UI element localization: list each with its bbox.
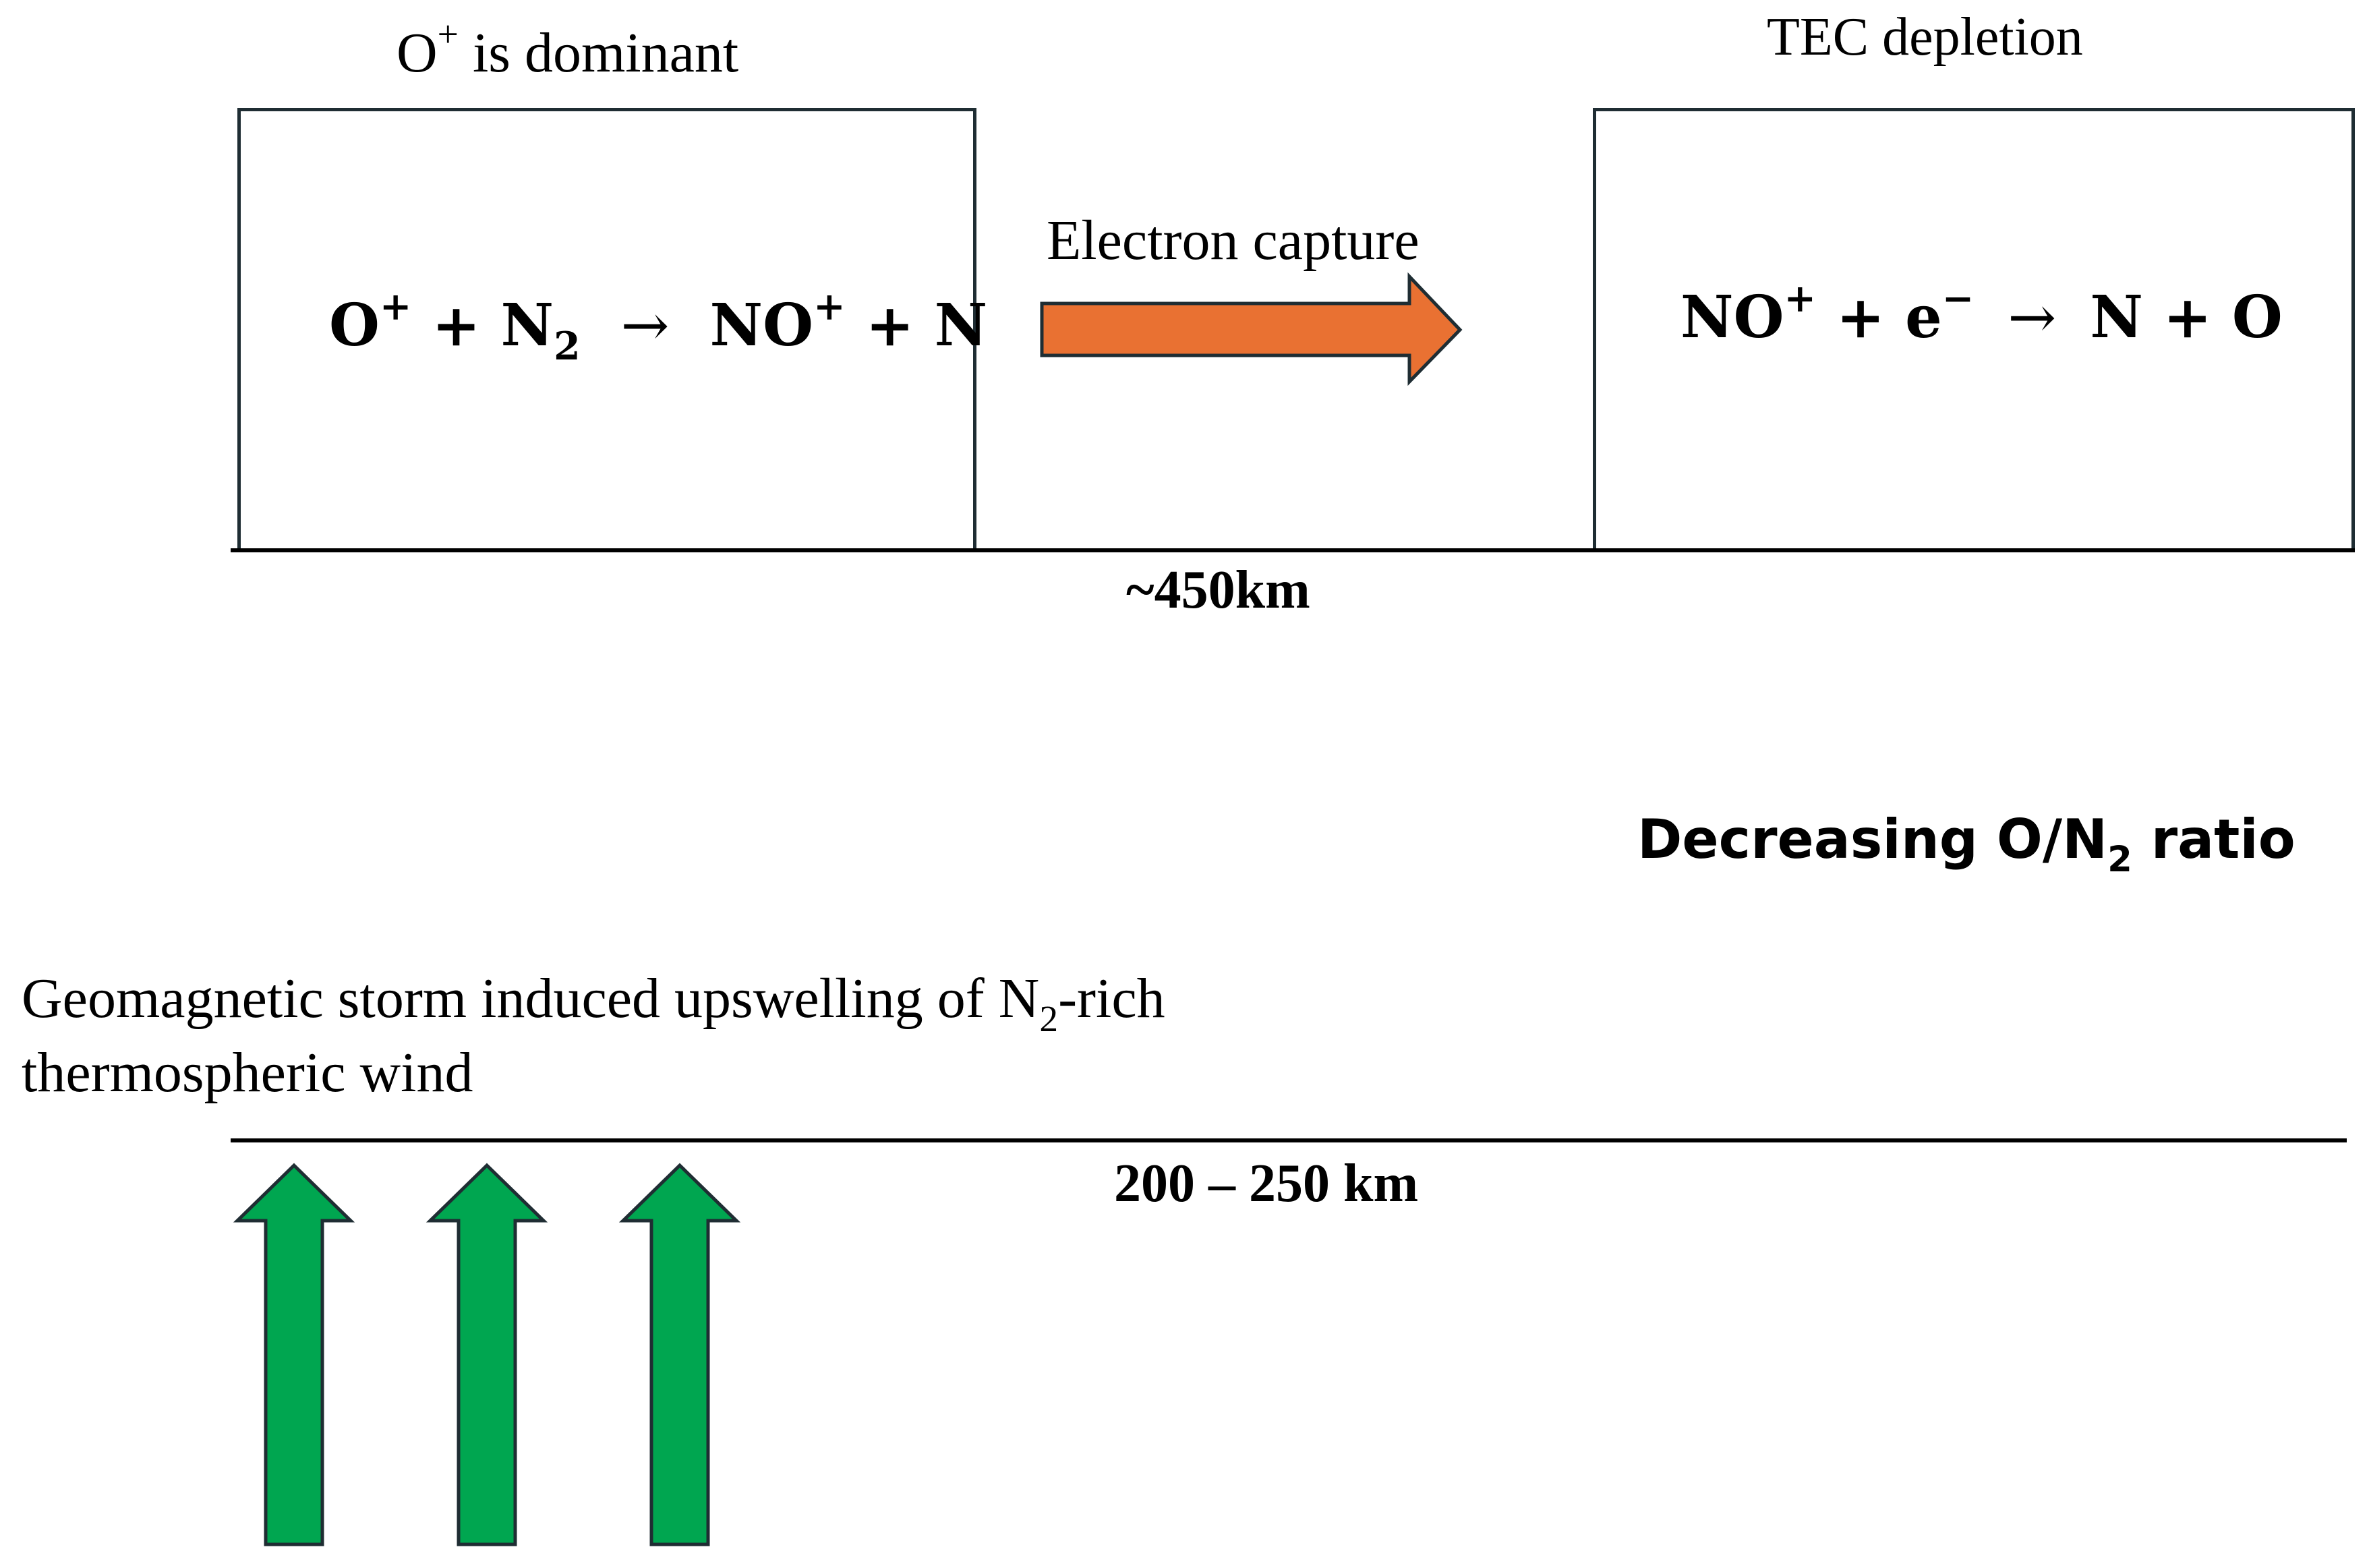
- product-2: N: [934, 291, 988, 359]
- reactant-2: N: [500, 291, 554, 359]
- left-reaction-equation: O+ + N2 → NO+ + N: [329, 287, 988, 366]
- right-box-heading: TEC depletion: [1767, 7, 2083, 67]
- electron-capture-label: Electron capture: [1047, 209, 1420, 272]
- upper-altitude-line: [231, 548, 2355, 552]
- reactant-2-charge: −: [1941, 276, 1975, 321]
- heading-charge: +: [437, 13, 459, 55]
- reaction-arrow: →: [2008, 284, 2057, 351]
- plus-sign: +: [432, 291, 481, 359]
- plus-sign: +: [865, 291, 914, 359]
- electron-capture-arrow: [1040, 272, 1463, 386]
- right-reaction-equation: NO+ + e− → N + O: [1680, 279, 2283, 351]
- product-2: O: [2231, 283, 2283, 351]
- ratio-subscript: 2: [2107, 838, 2132, 880]
- product-1: N: [2090, 283, 2143, 351]
- reactant-1-charge: +: [379, 284, 412, 329]
- plus-sign: +: [2163, 283, 2212, 351]
- reactant-2: e: [1905, 283, 1942, 351]
- reactant-1: O: [329, 291, 380, 359]
- plus-sign: +: [1836, 283, 1885, 351]
- heading-species: O: [397, 22, 438, 84]
- storm-suffix: -rich: [1058, 967, 1165, 1030]
- lower-altitude-label: 200 – 250 km: [1114, 1154, 1419, 1213]
- ratio-label: Decreasing O/N2 ratio: [1637, 808, 2295, 877]
- left-box-heading: O+ is dominant: [397, 15, 739, 86]
- lower-altitude-line: [231, 1138, 2347, 1142]
- right-reaction-box: [1593, 108, 2355, 552]
- reactant-1: NO: [1680, 283, 1784, 351]
- storm-subscript: 2: [1039, 997, 1059, 1039]
- ratio-suffix: ratio: [2151, 808, 2295, 871]
- product-1: NO: [709, 291, 814, 359]
- up-arrow: [618, 1163, 741, 1546]
- upwelling-arrows: [233, 1163, 741, 1546]
- reactant-1-charge: +: [1784, 276, 1817, 321]
- heading-text: is dominant: [472, 22, 739, 84]
- ratio-prefix: Decreasing O/N: [1637, 808, 2108, 871]
- product-1-charge: +: [813, 284, 846, 329]
- up-arrow: [233, 1163, 355, 1546]
- left-reaction-box: [237, 108, 976, 552]
- storm-label-line-2: thermospheric wind: [22, 1041, 473, 1104]
- storm-prefix: Geomagnetic storm induced upswelling of …: [22, 967, 1040, 1030]
- reactant-2-subscript: 2: [554, 324, 581, 370]
- reaction-arrow: →: [620, 292, 670, 359]
- upper-altitude-label: ~450km: [1126, 560, 1310, 620]
- up-arrow: [426, 1163, 548, 1546]
- storm-label-line-1: Geomagnetic storm induced upswelling of …: [22, 966, 1165, 1037]
